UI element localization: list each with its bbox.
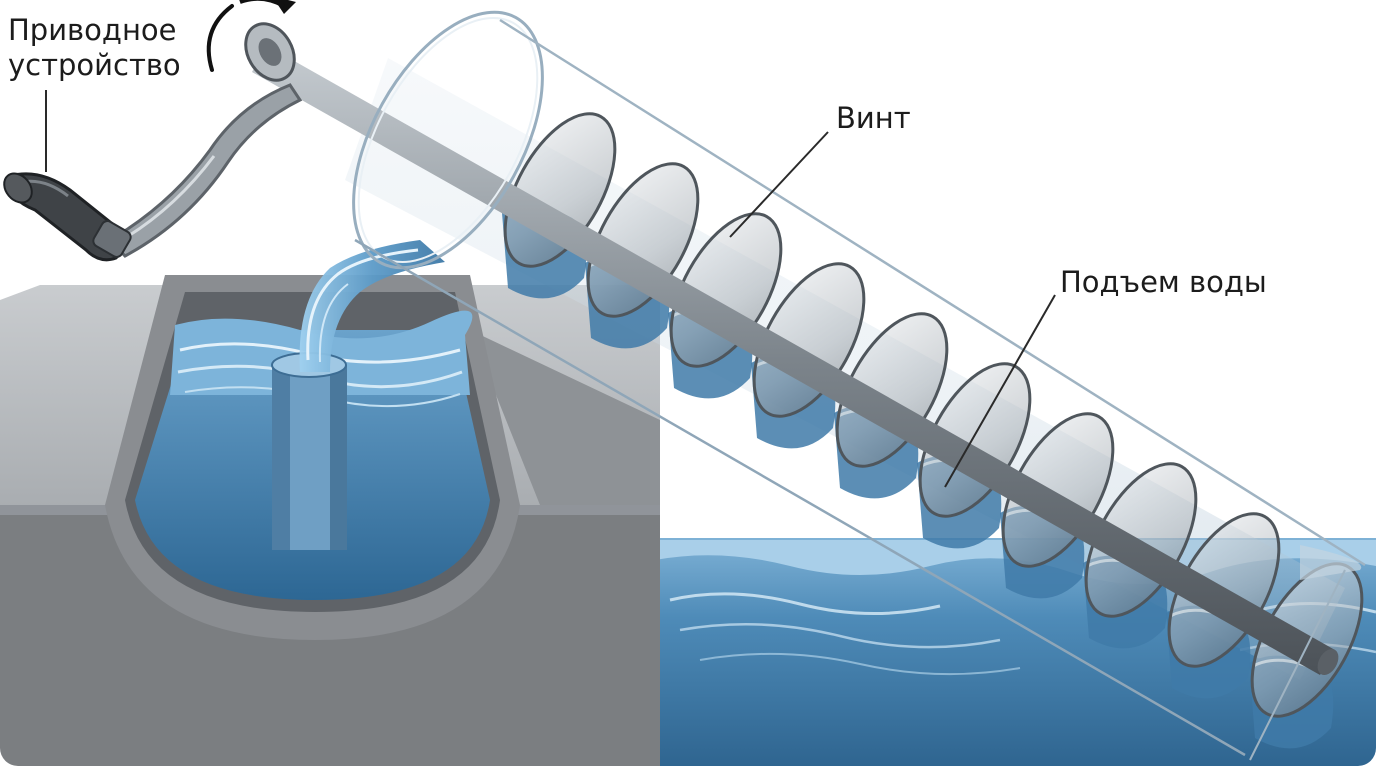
screw-blade xyxy=(918,362,1032,518)
screw-blade xyxy=(752,262,866,418)
screw-blade xyxy=(1001,412,1115,568)
label-drive-line2: устройство xyxy=(8,48,181,82)
leader-lines xyxy=(45,90,1056,488)
leader-water-lift xyxy=(944,294,1056,488)
label-drive-mechanism: Приводное устройство xyxy=(8,13,181,83)
leader-screw xyxy=(729,131,829,238)
label-water-lift: Подъем воды xyxy=(1060,265,1267,299)
central-shaft xyxy=(252,45,1339,675)
outflow-stream xyxy=(299,240,445,372)
label-screw: Винт xyxy=(836,101,911,135)
screw-tube-front xyxy=(352,10,1366,761)
screw-blade xyxy=(586,162,700,318)
crank-handle-icon xyxy=(3,22,303,262)
screw-blade xyxy=(669,212,783,368)
label-drive-line1: Приводное xyxy=(8,13,177,47)
screw-blade xyxy=(835,312,949,468)
rotation-arrow-icon xyxy=(206,0,296,72)
concrete-basin-block xyxy=(0,275,660,766)
